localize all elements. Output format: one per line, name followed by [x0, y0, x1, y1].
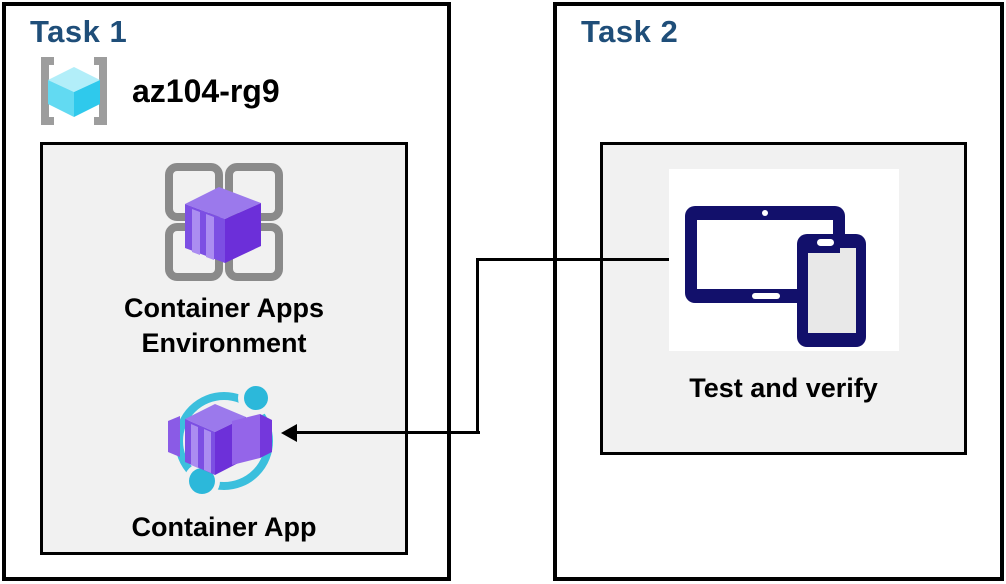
- task1-box: Task 1 az104-rg9 Container App: [2, 2, 451, 581]
- connector-line-horizontal-lower: [296, 431, 480, 434]
- task1-title: Task 1: [30, 14, 128, 49]
- container-apps-environment-icon: [165, 163, 283, 281]
- task1-panel: Container Apps Environment Container App: [40, 142, 408, 555]
- devices-card: [668, 169, 899, 351]
- container-app-icon: [168, 380, 274, 499]
- task2-title: Task 2: [581, 14, 679, 49]
- devices-icon: [684, 206, 866, 347]
- task2-panel: Test and verify: [600, 142, 967, 455]
- container-app-label: Container App: [131, 512, 317, 542]
- container-apps-environment-label: Container Apps Environment: [123, 293, 324, 358]
- resource-group-name: az104-rg9: [132, 72, 280, 109]
- connector-line-vertical: [476, 258, 479, 434]
- resource-group-row: az104-rg9: [36, 56, 280, 126]
- task2-box: Task 2 Test and verify: [553, 2, 1004, 581]
- test-and-verify-label: Test and verify: [689, 373, 878, 403]
- resource-group-icon: [41, 57, 107, 125]
- container-app-icon-wrap: [166, 380, 282, 504]
- connector-line-horizontal-upper: [476, 258, 669, 261]
- connector-arrowhead-icon: [281, 424, 297, 442]
